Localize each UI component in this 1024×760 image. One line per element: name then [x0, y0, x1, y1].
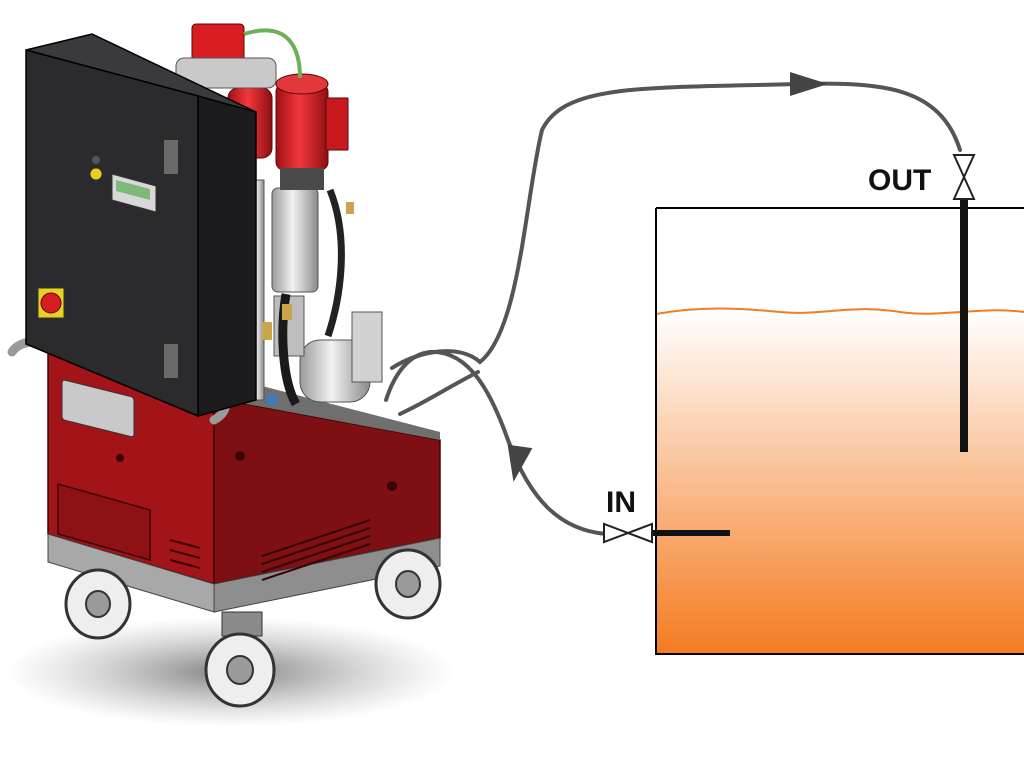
cart-wheel-rear-left — [64, 568, 132, 640]
out-flow-arrow — [790, 72, 828, 96]
cart-wheel-front — [204, 611, 276, 708]
hoses — [384, 81, 962, 536]
inlet-pipe — [650, 530, 730, 536]
control-cabinet — [25, 33, 257, 418]
tank-fluid — [656, 312, 1024, 654]
outlet-dip-pipe — [960, 198, 968, 452]
out-hose — [390, 81, 962, 370]
tank — [650, 198, 1024, 655]
filtration-cart — [5, 23, 455, 727]
in-valve — [603, 522, 653, 544]
indicator-lamp — [89, 167, 103, 181]
in-hose — [384, 349, 608, 536]
in-flow-arrow — [507, 444, 533, 482]
cart-base — [7, 295, 441, 613]
out-label: OUT — [868, 164, 931, 197]
connector-hose — [398, 370, 480, 416]
cart-wheel-rear-right — [374, 548, 442, 620]
out-valve — [952, 154, 976, 200]
in-label: IN — [606, 486, 636, 519]
